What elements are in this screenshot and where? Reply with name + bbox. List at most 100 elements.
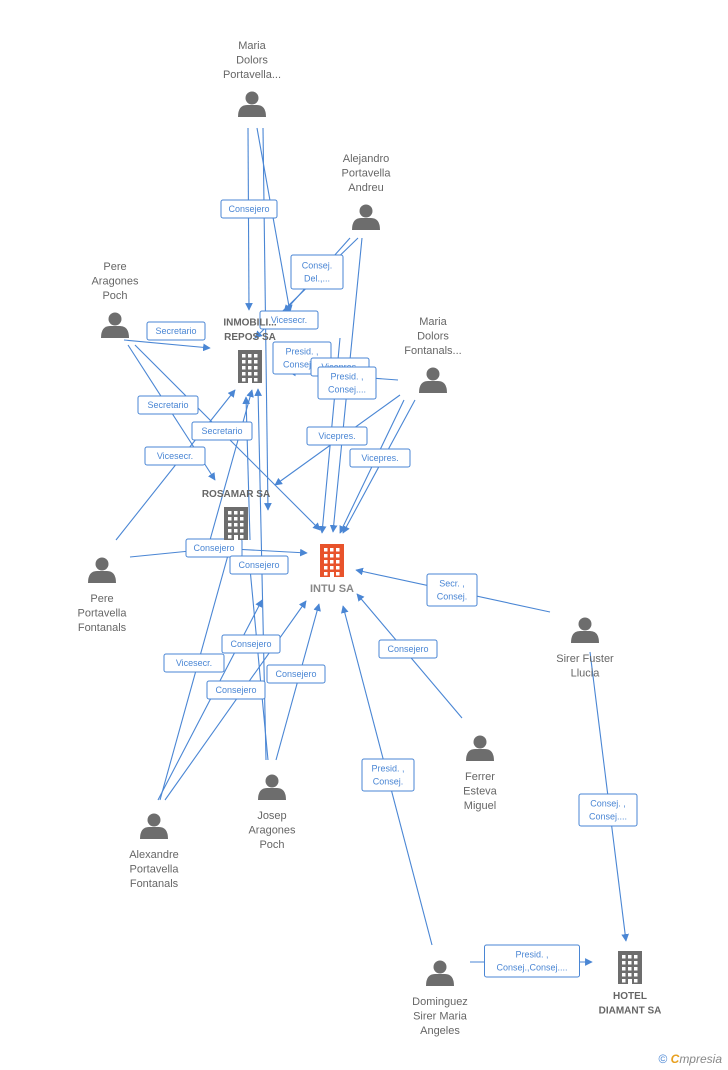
edge-label-l13[interactable]: Consejero [185,538,243,558]
edge-label-box [144,446,206,466]
node-label-line: Pere [90,593,113,605]
node-label-line: Maria [419,316,447,328]
edge-label-l22[interactable]: Consej. ,Consej.... [578,793,638,827]
edge-label-l18[interactable]: Vicesecr. [163,653,225,673]
node-label-line: INTU SA [310,583,354,595]
edge-label-text: Consejero [215,685,256,695]
node-label-line: Aragones [91,276,139,288]
edge-label-box [317,366,377,400]
edge-label-l20[interactable]: Consejero [206,680,266,700]
node-label-line: Esteva [463,786,498,798]
edge-label-l9[interactable]: Secretario [191,421,253,441]
node-label-line: Dolors [417,331,449,343]
edge-label-l14[interactable]: Consejero [229,555,289,575]
node-label-line: INMOBILI... [223,318,277,329]
main-company-node[interactable]: INTU SA [310,544,354,595]
edge-label-l12[interactable]: Vicepres. [349,448,411,468]
relationship-edge [232,548,308,557]
edge-label-text: Vicesecr. [176,658,212,668]
edge-label-box [578,793,638,827]
edge-label-l1[interactable]: Consejero [220,199,278,219]
node-label-line: Pere [103,261,126,273]
edge-label-l11[interactable]: Vicesecr. [144,446,206,466]
edge-label-l15[interactable]: Secr. ,Consej. [426,573,478,607]
edge-label-box [163,653,225,673]
edge-label-text: Vicepres. [318,431,355,441]
nodes-layer: MariaDolorsPortavella...AlejandroPortave… [78,40,662,1037]
edge-label-l8[interactable]: Secretario [137,395,199,415]
relationship-edge [123,339,211,352]
edge-label-text: Consej. , [590,799,626,809]
person-icon [88,557,116,583]
edge-label-box [185,538,243,558]
edge-label-box [259,310,319,330]
building-icon [618,951,642,984]
node-label-line: Fontanals [130,878,179,890]
edge-label-l16[interactable]: Consejero [378,639,438,659]
person-node[interactable]: MariaDolorsPortavella... [223,40,281,117]
edge-label-l7[interactable]: Presid. , Consej.... [317,366,377,400]
relationship-edge [164,600,307,801]
person-icon [419,367,447,393]
relationship-edge [245,127,253,311]
edge-label-text: Presid. , [515,950,548,960]
edge-label-l2[interactable]: Consej.Del.,... [290,254,344,290]
edge-label-text: Consej.... [328,385,366,395]
node-label-line: Portavella [130,864,180,876]
edge-label-l4[interactable]: Vicesecr. [259,310,319,330]
person-icon [238,91,266,117]
edge-label-text: Consej. [373,777,404,787]
node-label-line: REPOS SA [224,332,276,343]
node-label-line: Maria [238,40,266,52]
edge-label-text: Presid. , [371,764,404,774]
brand-name: mpresia [679,1052,722,1066]
person-icon [571,617,599,643]
node-label-line: Portavella [342,168,392,180]
edge-label-l23[interactable]: Presid. ,Consej.,Consej.... [484,944,580,978]
edge-label-l21[interactable]: Presid. , Consej. [361,758,415,792]
edge-label-text: Consejero [230,639,271,649]
person-icon [352,204,380,230]
edge-label-box [378,639,438,659]
edge-label-text: Consej.... [283,360,321,370]
node-label-line: Sirer Maria [413,1011,468,1023]
edge-label-box [361,758,415,792]
edge-label-l19[interactable]: Consejero [266,664,326,684]
node-label-line: Portavella... [223,69,281,81]
edge-label-box [266,664,326,684]
relationship-edge [242,396,251,541]
company-node[interactable]: ROSAMAR SA [202,489,270,540]
edge-label-text: Presid. , [330,372,363,382]
node-label-line: Angeles [420,1025,460,1037]
edge-label-text: Secretario [155,326,196,336]
edge-label-text: Consejero [193,543,234,553]
node-label-line: Aragones [248,825,296,837]
company-node[interactable]: INMOBILI... REPOS SA [223,318,277,384]
footer-brand: © Cmpresia [658,1052,722,1066]
edge-label-box [221,634,281,654]
edge-label-text: Consej. [302,261,333,271]
edge-label-l17[interactable]: Consejero [221,634,281,654]
node-label-line: Dolors [236,55,268,67]
edge-label-box [146,321,206,341]
person-icon [140,813,168,839]
person-node[interactable]: MariaDolorsFontanals... [404,316,462,393]
edge-label-l3[interactable]: Secretario [146,321,206,341]
node-label-line: ROSAMAR SA [202,489,270,500]
relationship-edge [256,127,293,313]
edge-label-l10[interactable]: Vicepres. [306,426,368,446]
edge-label-box [229,555,289,575]
edge-label-box [137,395,199,415]
node-label-line: Fontanals... [404,345,461,357]
node-label-line: Dominguez [412,996,468,1008]
